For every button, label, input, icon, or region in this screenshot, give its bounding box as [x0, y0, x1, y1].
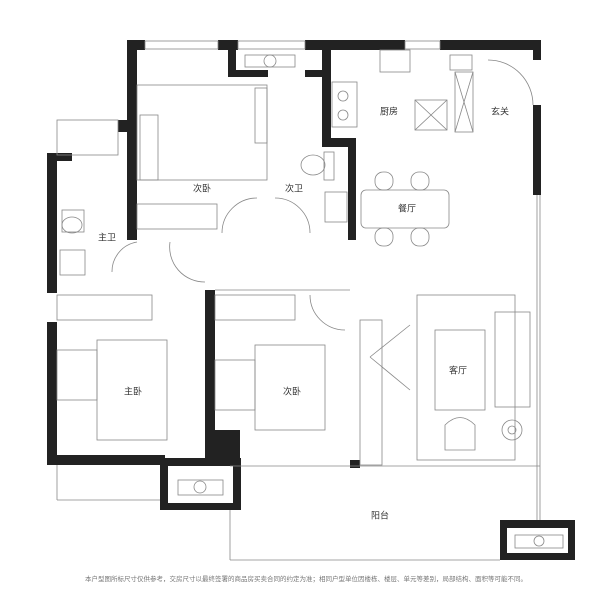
room-label-entrance: 玄关: [490, 107, 510, 118]
room-label-master-bathroom: 主卫: [97, 233, 117, 244]
room-label-kitchen: 厨房: [379, 107, 399, 118]
room-label-second-bathroom: 次卫: [284, 184, 304, 195]
room-label-second-bedroom-north: 次卧: [192, 184, 212, 195]
thin-lines: [56, 40, 564, 561]
room-label-living-room: 客厅: [448, 366, 468, 377]
walls: [47, 40, 575, 560]
room-label-second-bedroom-south: 次卧: [282, 387, 302, 398]
footer-note: 本户型图所标尺寸仅供参考，交房尺寸以最终签署的商品房买卖合同的约定为准；相同户型…: [85, 575, 527, 583]
room-label-master-bedroom: 主卧: [123, 387, 143, 398]
room-label-dining: 餐厅: [397, 204, 417, 215]
room-label-balcony: 阳台: [370, 511, 390, 522]
